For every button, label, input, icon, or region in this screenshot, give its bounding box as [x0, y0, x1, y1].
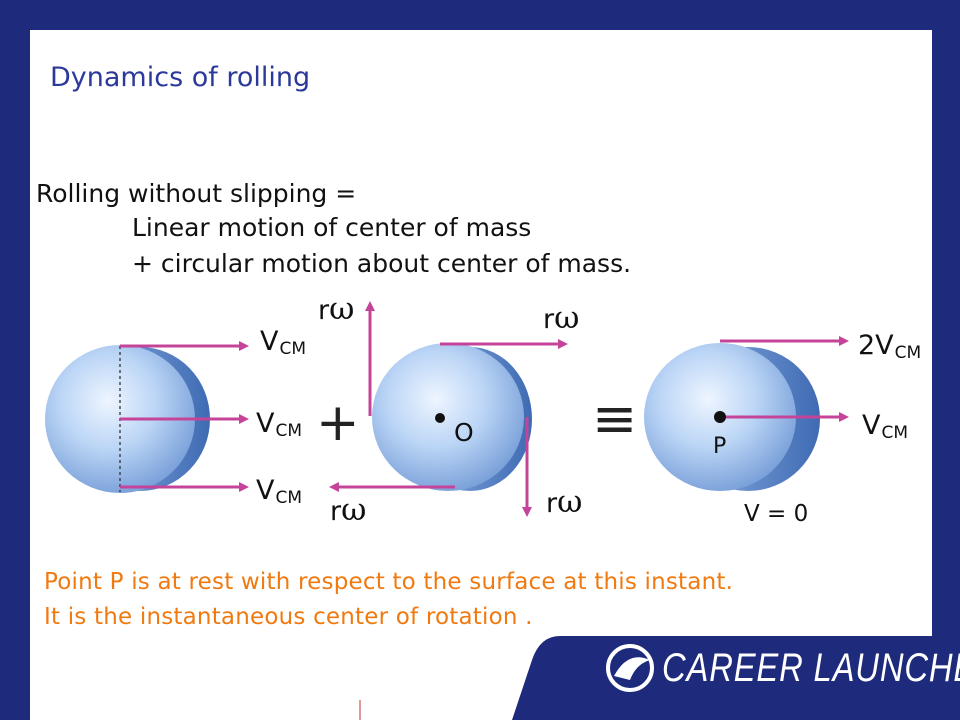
note-line-1: Point P is at rest with respect to the s… [44, 569, 734, 595]
note-line-2: It is the instantaneous center of rotati… [44, 604, 533, 630]
intro-line-3: + circular motion about center of mass. [132, 249, 632, 278]
point-p-label: P [713, 434, 727, 459]
zero-velocity-label: V = 0 [744, 501, 809, 527]
center-o-label: O [454, 418, 474, 447]
center-dot-combined [714, 411, 726, 423]
equivalence-sign: ≡ [592, 387, 638, 450]
center-o-dot [435, 413, 445, 423]
vcm-label-combined: VCM [862, 410, 909, 443]
rw-label-bottom-left: rω [330, 492, 367, 528]
career-launcher-logo: CAREER LAUNCHER [662, 646, 960, 690]
vcm-label-top: VCM [260, 326, 307, 359]
slide-title: Dynamics of rolling [50, 62, 311, 93]
logo-icon [606, 644, 654, 692]
disc-rotation [372, 343, 532, 491]
two-vcm-label: 2VCM [858, 330, 922, 363]
vcm-label-middle: VCM [256, 408, 303, 441]
rw-label-right: rω [543, 300, 580, 336]
rw-label-top: rω [318, 291, 355, 327]
rw-label-bottom-right: rω [546, 484, 583, 520]
plus-sign: + [316, 393, 360, 453]
intro-line-1: Rolling without slipping = [36, 179, 357, 208]
vcm-label-bottom: VCM [256, 475, 303, 508]
intro-line-2: Linear motion of center of mass [132, 213, 532, 242]
